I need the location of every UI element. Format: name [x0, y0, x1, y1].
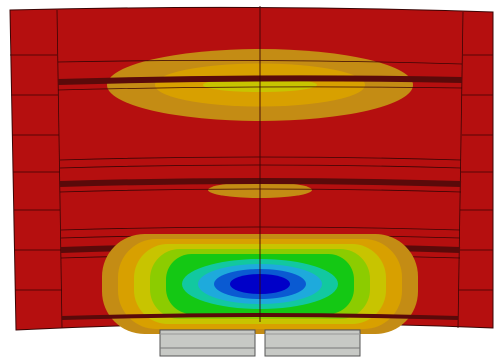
support-right [264, 329, 361, 357]
support-left [159, 329, 256, 357]
left-edge-mesh [10, 9, 63, 329]
right-edge-mesh [457, 11, 493, 329]
